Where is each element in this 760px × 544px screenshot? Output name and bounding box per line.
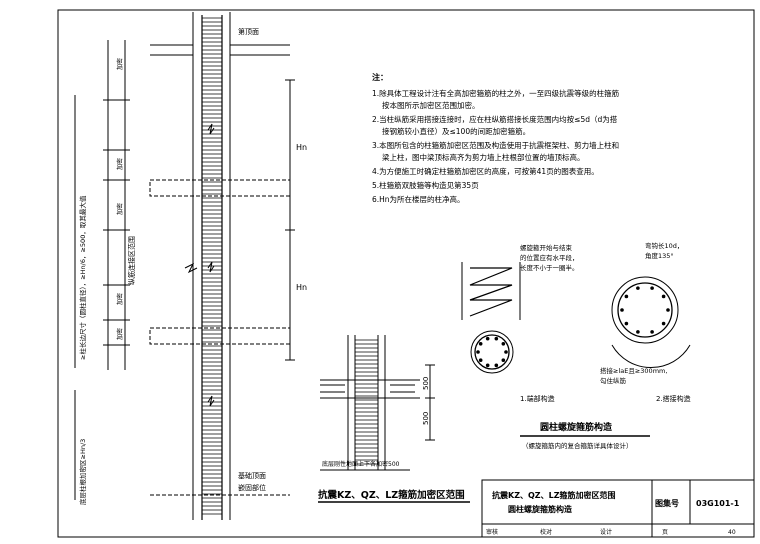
spiral-note-left-2: 的位置应有水平段， bbox=[520, 253, 579, 262]
spiral-note-right-2: 角度135° bbox=[645, 251, 674, 260]
detail-view: 500 500 底层刚性地面上下各加密500 抗震KZ、QZ、LZ箍筋加密区范围 bbox=[318, 335, 470, 503]
note-line-9: 6.Hn为所在楼层的柱净高。 bbox=[372, 194, 465, 204]
zone-label-1: 加密 bbox=[116, 58, 124, 70]
end-section-outer bbox=[470, 330, 514, 374]
design-label: 设计 bbox=[600, 528, 612, 536]
lap-section-outer bbox=[611, 276, 679, 344]
label-end: 1.端部构造 bbox=[520, 394, 555, 403]
dim-bottom: 500 bbox=[422, 412, 430, 425]
spiral-note-left-1: 螺旋箍开始与结束 bbox=[520, 243, 573, 252]
spiral-subtitle: （螺旋箍筋内的复合箍筋详具体设计） bbox=[522, 441, 633, 450]
note-line-3: 2.当柱纵筋采用搭接连接时，应在柱纵筋搭接长度范围内均按≤5d（d为搭 bbox=[372, 114, 618, 124]
base-label-2: 嵌固部位 bbox=[238, 483, 266, 492]
zone-label-2: 加密 bbox=[116, 158, 124, 170]
spiral-note-left-3: 长度不小于一圈半。 bbox=[520, 263, 579, 272]
spiral-detail: 螺旋箍开始与结束 的位置应有水平段， 长度不小于一圈半。 弯钩长10d， 角度1… bbox=[461, 241, 691, 450]
review-label: 审核 bbox=[486, 528, 498, 536]
zone-label-3: 加密 bbox=[116, 203, 124, 215]
sheet-border bbox=[57, 9, 755, 538]
hn-label-2: Hn bbox=[296, 283, 307, 292]
note-line-1: 1.除具体工程设计注有全高加密箍筋的柱之外，一至四级抗震等级的柱箍筋 bbox=[372, 88, 620, 98]
note-line-2: 按本图所示加密区范围加密。 bbox=[382, 100, 480, 110]
page-number: 40 bbox=[728, 529, 736, 536]
left-dimension-label: ≥柱长边尺寸（圆柱直径），≥Hn/6，≥500，取其最大值 bbox=[78, 195, 87, 360]
note-line-6: 梁上柱，图中梁顶标高齐为剪力墙上柱根部位置的墙顶标高。 bbox=[382, 152, 585, 162]
atlas-label: 图集号 bbox=[655, 498, 679, 508]
drawing-title-1: 抗震KZ、QZ、LZ箍筋加密区范围 bbox=[492, 490, 616, 500]
detail-caption: 底层刚性地面上下各加密500 bbox=[322, 460, 400, 468]
rebar-zone-label: 纵筋连接区范围 bbox=[127, 236, 136, 285]
floor-slab-top bbox=[150, 44, 290, 56]
note-line-8: 5.柱箍筋双肢箍等构造见第35页 bbox=[372, 180, 479, 190]
spiral-title: 圆柱螺旋箍筋构造 bbox=[540, 421, 613, 433]
notes-heading: 注： bbox=[372, 72, 388, 82]
note-line-5: 3.本图所包含的柱箍筋加密区范围及构造使用于抗震框架柱、剪力墙上柱和 bbox=[372, 140, 619, 150]
base-label: 基础顶面 bbox=[238, 471, 266, 480]
zone-label-4: 加密 bbox=[116, 293, 124, 305]
dim-top: 500 bbox=[422, 377, 430, 390]
note-line-7: 4.为方便施工时确定柱箍筋加密区的高度，可按第41页的图表查用。 bbox=[372, 166, 599, 176]
lap-section-inner bbox=[617, 282, 673, 338]
notes: 注： 1.除具体工程设计注有全高加密箍筋的柱之外，一至四级抗震等级的柱箍筋 按本… bbox=[372, 72, 620, 204]
spiral-note-right-1: 弯钩长10d， bbox=[645, 241, 683, 250]
lap-note-2: 勾住纵筋 bbox=[600, 376, 627, 385]
lap-note-1: 搭接≥laE且≥300mm, bbox=[600, 366, 667, 375]
page-label: 页 bbox=[662, 529, 668, 536]
left-dimension: 加密 加密 加密 加密 加密 ≥柱长边尺寸（圆柱直径），≥Hn/6，≥500，取… bbox=[74, 40, 130, 505]
right-dimension: Hn Hn bbox=[285, 79, 307, 361]
drawing-title-2: 圆柱螺旋箍筋构造 bbox=[508, 504, 572, 514]
spiral-elevation bbox=[461, 262, 521, 320]
atlas-number: 03G101-1 bbox=[696, 499, 740, 508]
left-dimension-label-2: 底层柱根加密区≥Hn/3 bbox=[78, 439, 87, 505]
note-line-4: 接钢筋较小直径）及≤100的间距加密箍筋。 bbox=[382, 126, 530, 136]
hn-label-1: Hn bbox=[296, 143, 307, 152]
column-elevation: 第顶面 纵筋连接区范围 基础顶面 嵌固部位 Hn Hn 加密 加密 bbox=[74, 12, 307, 520]
end-section-inner bbox=[474, 334, 510, 370]
check-label: 校对 bbox=[540, 528, 552, 536]
label-lap: 2.搭接构造 bbox=[656, 394, 691, 403]
floor-top-label: 第顶面 bbox=[238, 27, 259, 36]
title-block: 抗震KZ、QZ、LZ箍筋加密区范围 圆柱螺旋箍筋构造 图集号 03G101-1 … bbox=[481, 479, 755, 538]
detail-title: 抗震KZ、QZ、LZ箍筋加密区范围 bbox=[318, 489, 465, 501]
stirrups bbox=[202, 17, 222, 515]
zone-label-5: 加密 bbox=[116, 328, 124, 340]
